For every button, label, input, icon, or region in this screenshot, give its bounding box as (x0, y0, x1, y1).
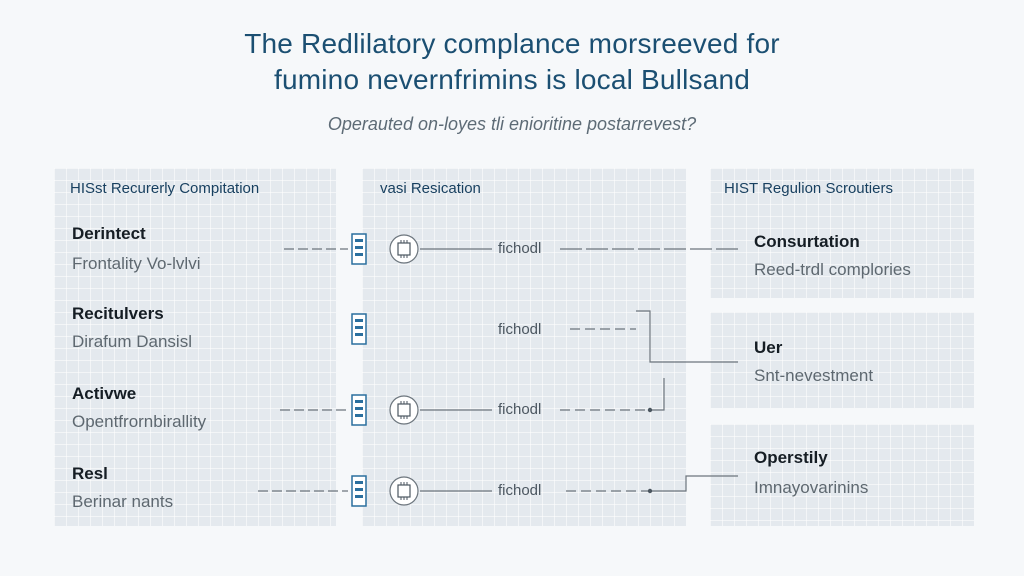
document-icon (351, 394, 367, 426)
left-item-1-sub: Frontality Vo-lvlvi (72, 254, 201, 273)
circuit-chip-icon (389, 234, 419, 264)
document-icon (351, 475, 367, 507)
connector-elbow-2 (636, 310, 738, 363)
right-item-2-sub: Snt-nevestment (754, 366, 874, 385)
left-column-header: HISst Recurerly Compitation (70, 180, 260, 197)
middle-column-header: vasi Resication (380, 180, 481, 197)
middle-label-3: fichodl (498, 401, 542, 418)
circuit-chip-icon (389, 476, 419, 506)
right-item-3-sub: Imnayovarinins (754, 478, 869, 497)
title-line-2: fumino nevernfrimins is local Bullsand (273, 64, 751, 95)
left-item-3-sub: Opentfrornbirallity (72, 412, 207, 431)
right-item-2-title: Uer (754, 338, 783, 357)
connector-elbow-4 (650, 475, 738, 492)
left-panel (54, 168, 336, 526)
right-item-1-sub: Reed-trdl complories (754, 260, 911, 279)
diagram-subtitle: Operauted on-loyes tli enioritine postar… (327, 114, 697, 134)
right-panel-3 (710, 424, 974, 526)
left-item-2-sub: Dirafum Dansisl (72, 332, 192, 351)
title-line-1: The Redlilatory complance morsreeved for (244, 28, 780, 59)
right-item-1-title: Consurtation (754, 232, 860, 251)
document-icon (351, 233, 367, 265)
right-column-header: HIST Regulion Scroutiers (724, 180, 893, 197)
left-item-1-title: Derintect (72, 224, 146, 243)
left-item-4-title: Resl (72, 464, 108, 483)
middle-label-2: fichodl (498, 321, 542, 338)
left-item-4-sub: Berinar nants (72, 492, 174, 511)
diagram-title: The Redlilatory complance morsreeved for… (0, 26, 1024, 98)
connector-elbow-3 (650, 378, 665, 411)
junction-dot-4 (647, 488, 653, 494)
left-item-3-title: Activwe (72, 384, 137, 403)
middle-label-4: fichodl (498, 482, 542, 499)
right-panel-1 (710, 168, 974, 298)
right-panel-2 (710, 312, 974, 408)
right-item-3-title: Operstily (754, 448, 828, 467)
middle-panel (362, 168, 686, 526)
junction-dot-3 (647, 407, 653, 413)
document-icon (351, 313, 367, 345)
circuit-chip-icon (389, 395, 419, 425)
middle-label-1: fichodl (498, 240, 542, 257)
left-item-2-title: Recitulvers (72, 304, 164, 323)
